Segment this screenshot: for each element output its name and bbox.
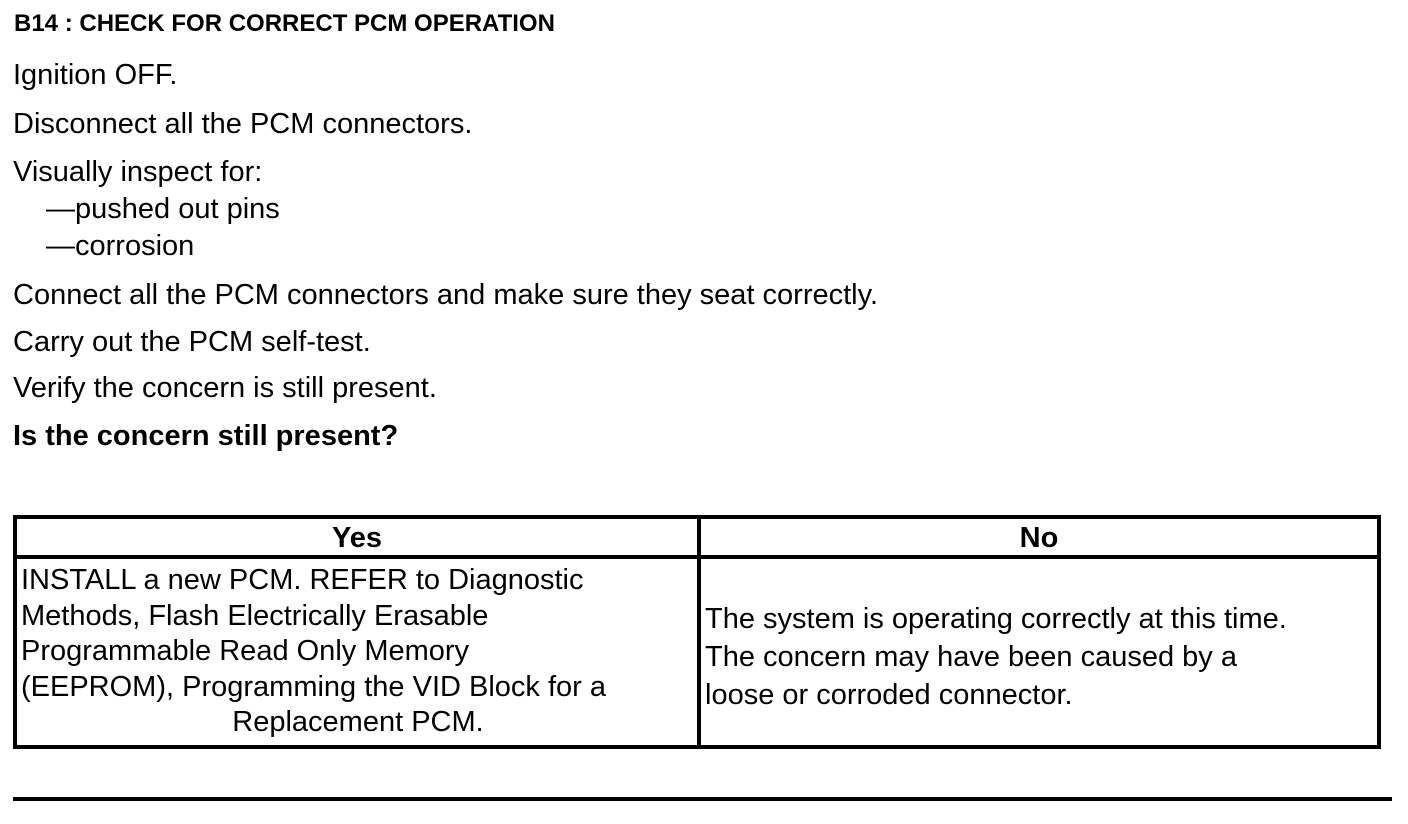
header-divider xyxy=(17,555,1377,559)
no-header: No xyxy=(1019,522,1059,554)
result-table: Yes No INSTALL a new PCM. REFER to Diagn… xyxy=(13,515,1381,749)
inspect-item-corrosion: —corrosion xyxy=(46,230,195,262)
yes-line: Programmable Read Only Memory xyxy=(21,635,470,667)
yes-line: (EEPROM), Programming the VID Block for … xyxy=(21,670,606,703)
no-line: The system is operating correctly at thi… xyxy=(705,603,1287,635)
yes-cell: INSTALL a new PCM. REFER to Diagnostic M… xyxy=(21,563,695,741)
step-heading: B14 : CHECK FOR CORRECT PCM OPERATION xyxy=(14,10,555,37)
no-line: The concern may have been caused by a xyxy=(705,641,1237,673)
step-ignition-off: Ignition OFF. xyxy=(13,59,178,91)
yes-line: Replacement PCM. xyxy=(232,706,484,738)
no-cell: The system is operating correctly at thi… xyxy=(705,600,1375,714)
yes-line: INSTALL a new PCM. REFER to Diagnostic xyxy=(21,564,584,596)
step-visual-inspect: Visually inspect for: xyxy=(13,156,263,188)
yes-header: Yes xyxy=(332,522,382,554)
bottom-rule xyxy=(13,797,1392,801)
inspect-item-pushed-out-pins: —pushed out pins xyxy=(46,193,280,225)
question-text: Is the concern still present? xyxy=(13,420,399,452)
step-disconnect-connectors: Disconnect all the PCM connectors. xyxy=(13,108,473,140)
step-connect-connectors: Connect all the PCM connectors and make … xyxy=(13,279,879,311)
step-self-test: Carry out the PCM self-test. xyxy=(13,326,371,358)
no-line: loose or corroded connector. xyxy=(705,679,1073,711)
column-divider xyxy=(697,519,701,745)
step-verify-concern: Verify the concern is still present. xyxy=(13,372,437,404)
yes-line: Methods, Flash Electrically Erasable xyxy=(21,599,489,632)
